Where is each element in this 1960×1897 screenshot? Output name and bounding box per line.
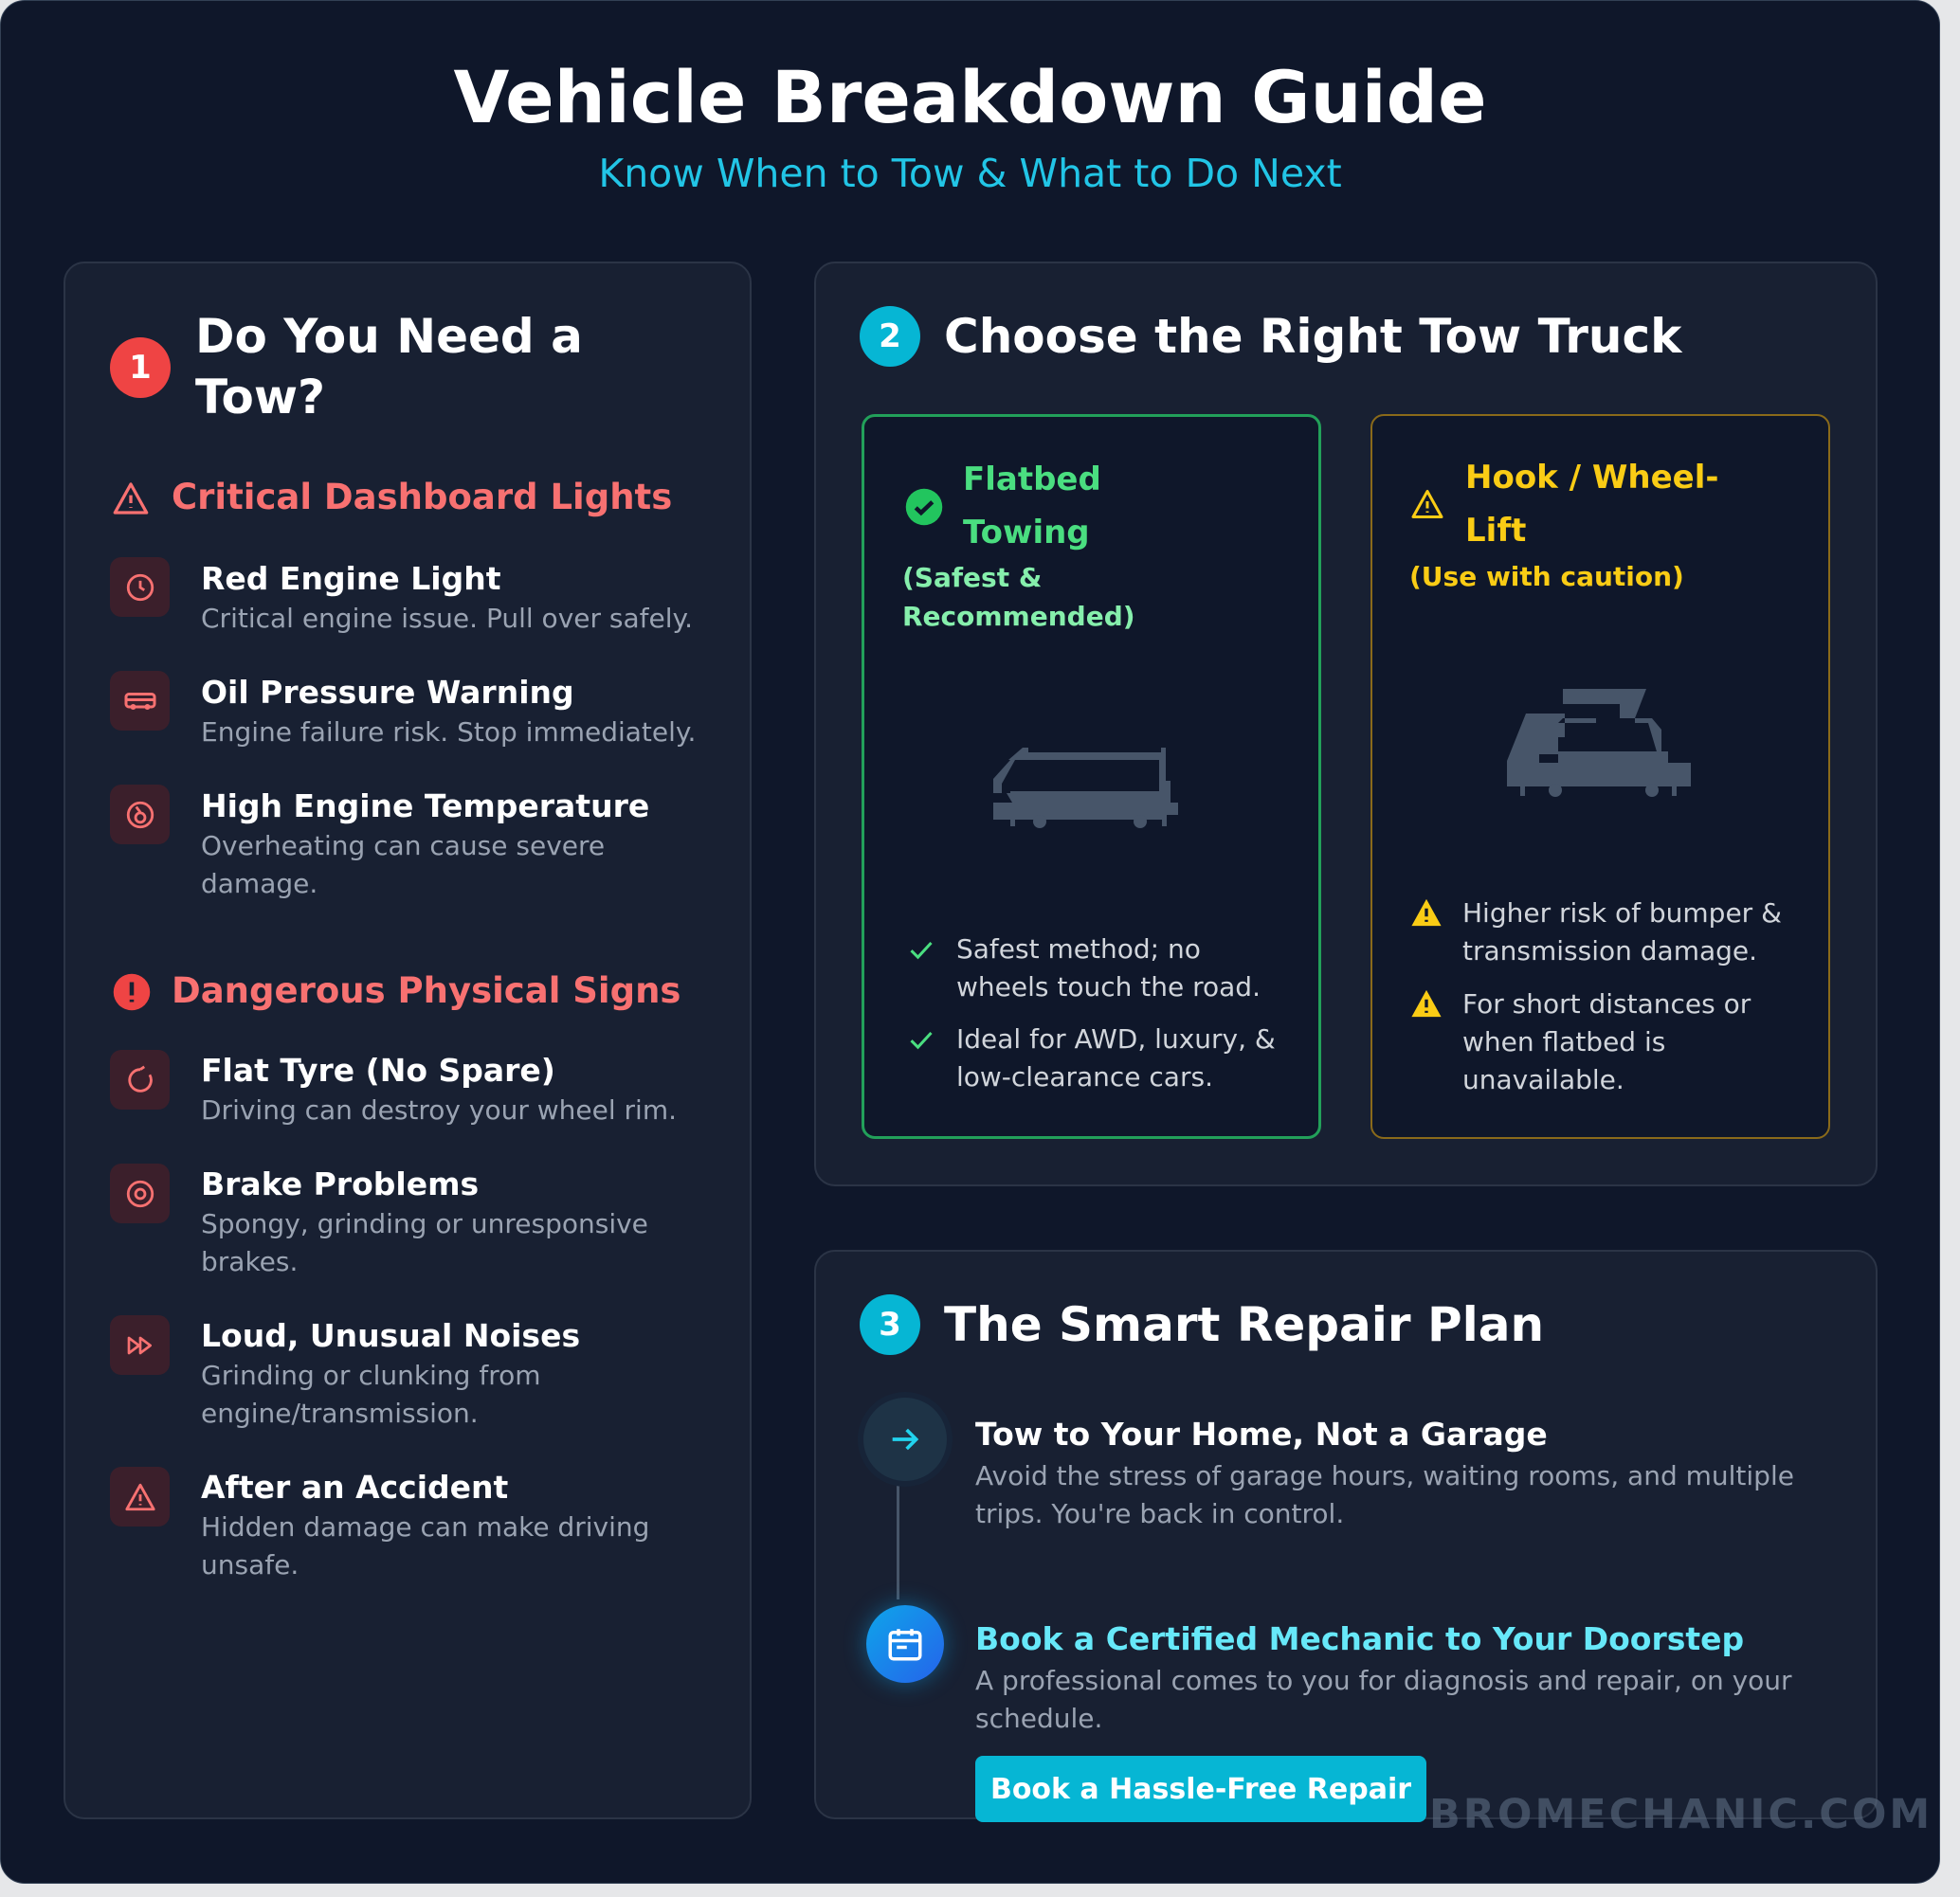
step-number-1: 1 bbox=[110, 337, 171, 398]
step-number-2: 2 bbox=[860, 306, 920, 367]
list-item-accident bbox=[110, 1467, 170, 1527]
timeline-line bbox=[897, 1479, 899, 1599]
warning-triangle-icon bbox=[113, 482, 149, 515]
flatbed-truck-icon bbox=[993, 748, 1178, 828]
accident-warning-icon bbox=[110, 1467, 170, 1527]
list-item-flat-tyre bbox=[110, 1050, 170, 1110]
warning-icon bbox=[1411, 989, 1442, 1018]
check-icon bbox=[910, 1031, 933, 1050]
engine-light-icon bbox=[110, 557, 170, 617]
exclamation-circle-icon bbox=[113, 973, 151, 1011]
warning-triangle-icon bbox=[1411, 490, 1443, 518]
item-desc: Overheating can cause severe bbox=[201, 830, 606, 861]
calendar-icon bbox=[866, 1605, 944, 1683]
hook-subtitle: (Use with caution) bbox=[1409, 561, 1684, 592]
list-item-brakes bbox=[110, 1164, 170, 1223]
item-desc: Critical engine issue. Pull over safely. bbox=[201, 603, 693, 634]
section3-title: The Smart Repair Plan bbox=[944, 1297, 1545, 1352]
step-desc: Avoid the stress of garage hours, waitin… bbox=[975, 1460, 1794, 1529]
item-title: Brake Problems bbox=[201, 1165, 480, 1202]
flatbed-bullet: Ideal for AWD, luxury, &low-clearance ca… bbox=[956, 1023, 1276, 1093]
step-number-3: 3 bbox=[860, 1294, 920, 1355]
item-title: Loud, Unusual Noises bbox=[201, 1317, 581, 1354]
item-desc: Hidden damage can make driving bbox=[201, 1511, 650, 1543]
page-title: Vehicle Breakdown Guide bbox=[453, 55, 1487, 139]
temperature-icon bbox=[110, 785, 170, 844]
item-title: High Engine Temperature bbox=[201, 787, 650, 824]
item-desc: Driving can destroy your wheel rim. bbox=[201, 1094, 677, 1126]
item-desc: Engine failure risk. Stop immediately. bbox=[201, 716, 697, 748]
watermark: BROMECHANIC.COM bbox=[1429, 1791, 1933, 1838]
step-title: Book a Certified Mechanic to Your Doorst… bbox=[975, 1620, 1745, 1657]
page-subtitle: Know When to Tow & What to Do Next bbox=[598, 151, 1342, 196]
item-title: After an Accident bbox=[201, 1469, 509, 1506]
step-desc: A professional comes to you for diagnosi… bbox=[975, 1665, 1792, 1734]
list-item-oil bbox=[110, 671, 170, 731]
noise-icon bbox=[110, 1315, 170, 1375]
tow-need-panel bbox=[64, 262, 752, 1819]
item-title: Red Engine Light bbox=[201, 560, 501, 597]
hook-bullet: Higher risk of bumper &transmission dama… bbox=[1462, 897, 1782, 967]
flat-tyre-icon bbox=[110, 1050, 170, 1110]
item-desc: Spongy, grinding or unresponsive bbox=[201, 1208, 648, 1239]
check-icon bbox=[910, 941, 933, 960]
book-repair-button[interactable]: Book a Hassle-Free Repair bbox=[975, 1756, 1426, 1822]
physical-signs-heading: Dangerous Physical Signs bbox=[172, 970, 681, 1011]
item-desc: Grinding or clunking from bbox=[201, 1360, 541, 1391]
check-circle-icon bbox=[905, 488, 943, 526]
item-title: Oil Pressure Warning bbox=[201, 674, 574, 711]
arrow-right-icon bbox=[863, 1398, 947, 1481]
brake-disc-icon bbox=[110, 1164, 170, 1223]
list-item-red-engine bbox=[110, 557, 170, 617]
flatbed-subtitle: (Safest &Recommended) bbox=[902, 562, 1135, 632]
item-title: Flat Tyre (No Spare) bbox=[201, 1052, 555, 1089]
oil-can-icon bbox=[110, 671, 170, 731]
repair-plan-panel bbox=[814, 1250, 1878, 1819]
list-item-temperature bbox=[110, 785, 170, 844]
hook-title: Hook / Wheel-Lift bbox=[1465, 459, 1719, 550]
flatbed-option-card bbox=[862, 414, 1321, 1139]
step-title: Tow to Your Home, Not a Garage bbox=[975, 1416, 1548, 1453]
section2-title: Choose the Right Tow Truck bbox=[944, 309, 1682, 364]
warning-icon bbox=[1411, 898, 1442, 927]
list-item-noises bbox=[110, 1315, 170, 1375]
critical-lights-heading: Critical Dashboard Lights bbox=[172, 477, 673, 517]
wheel-lift-truck-icon bbox=[1507, 689, 1691, 797]
